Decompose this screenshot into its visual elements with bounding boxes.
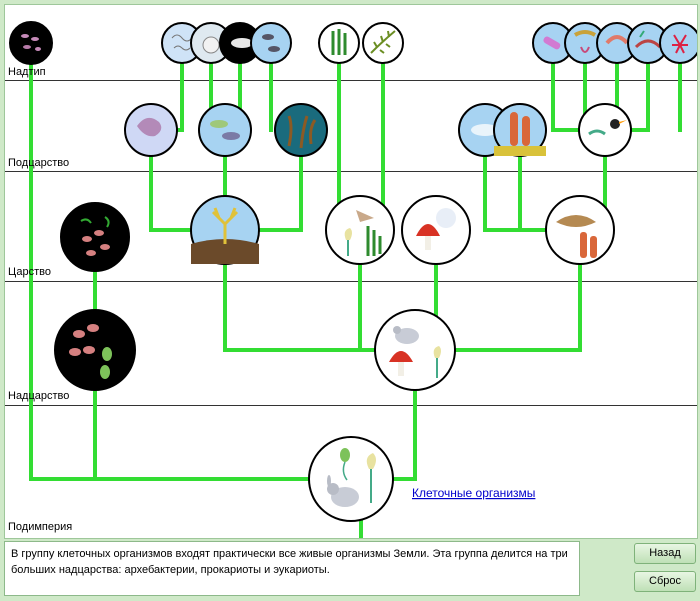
node-animal-4[interactable]	[627, 22, 669, 64]
phylogenetic-tree: Надтип Подцарство Царство Надцарство Под…	[5, 21, 697, 538]
node-moss-top[interactable]	[318, 22, 360, 64]
rank-label-subkingdom: Подцарство	[8, 157, 69, 169]
node-subkingdom-2[interactable]	[198, 103, 252, 157]
node-superkingdom-prokaryotes[interactable]	[54, 309, 136, 391]
node-kingdom-higher-plants[interactable]	[325, 195, 395, 265]
selected-node-link[interactable]: Клеточные организмы	[412, 486, 535, 500]
back-button[interactable]: Назад	[634, 543, 696, 564]
rank-label-superkingdom: Надцарство	[8, 390, 69, 402]
node-kingdom-fungi[interactable]	[401, 195, 471, 265]
node-protist-3[interactable]	[219, 22, 261, 64]
node-fern-top[interactable]	[362, 22, 404, 64]
node-kingdom-animals[interactable]	[545, 195, 615, 265]
node-subkingdom-6[interactable]	[578, 103, 632, 157]
rank-label-kingdom: Царство	[8, 266, 51, 278]
rank-label-subphylum: Надтип	[8, 66, 46, 78]
node-archaea-top[interactable]	[9, 21, 53, 65]
node-animal-5[interactable]	[659, 22, 697, 64]
rank-label-subempire: Подимперия	[8, 521, 72, 533]
rank-labels: Надтип Подцарство Царство Надцарство Под…	[8, 66, 72, 533]
node-subkingdom-1[interactable]	[124, 103, 178, 157]
node-kingdom-archaea[interactable]	[60, 202, 130, 272]
node-kingdom-plants[interactable]	[190, 195, 260, 265]
node-protist-4[interactable]	[250, 22, 292, 64]
node-cellular-organisms[interactable]	[308, 436, 394, 522]
tree-panel: Надтип Подцарство Царство Надцарство Под…	[4, 4, 698, 539]
node-superkingdom-eukaryotes[interactable]	[374, 309, 456, 391]
reset-button[interactable]: Сброс	[634, 571, 696, 592]
tree-nodes	[9, 21, 697, 522]
node-subkingdom-5[interactable]	[493, 103, 547, 157]
node-subkingdom-3[interactable]	[274, 103, 328, 157]
info-text: В группу клеточных организмов входят пра…	[11, 548, 568, 576]
info-box: В группу клеточных организмов входят пра…	[4, 541, 580, 596]
rank-separators	[5, 80, 697, 406]
node-protist-2[interactable]	[190, 22, 232, 64]
node-animal-1[interactable]	[532, 22, 574, 64]
